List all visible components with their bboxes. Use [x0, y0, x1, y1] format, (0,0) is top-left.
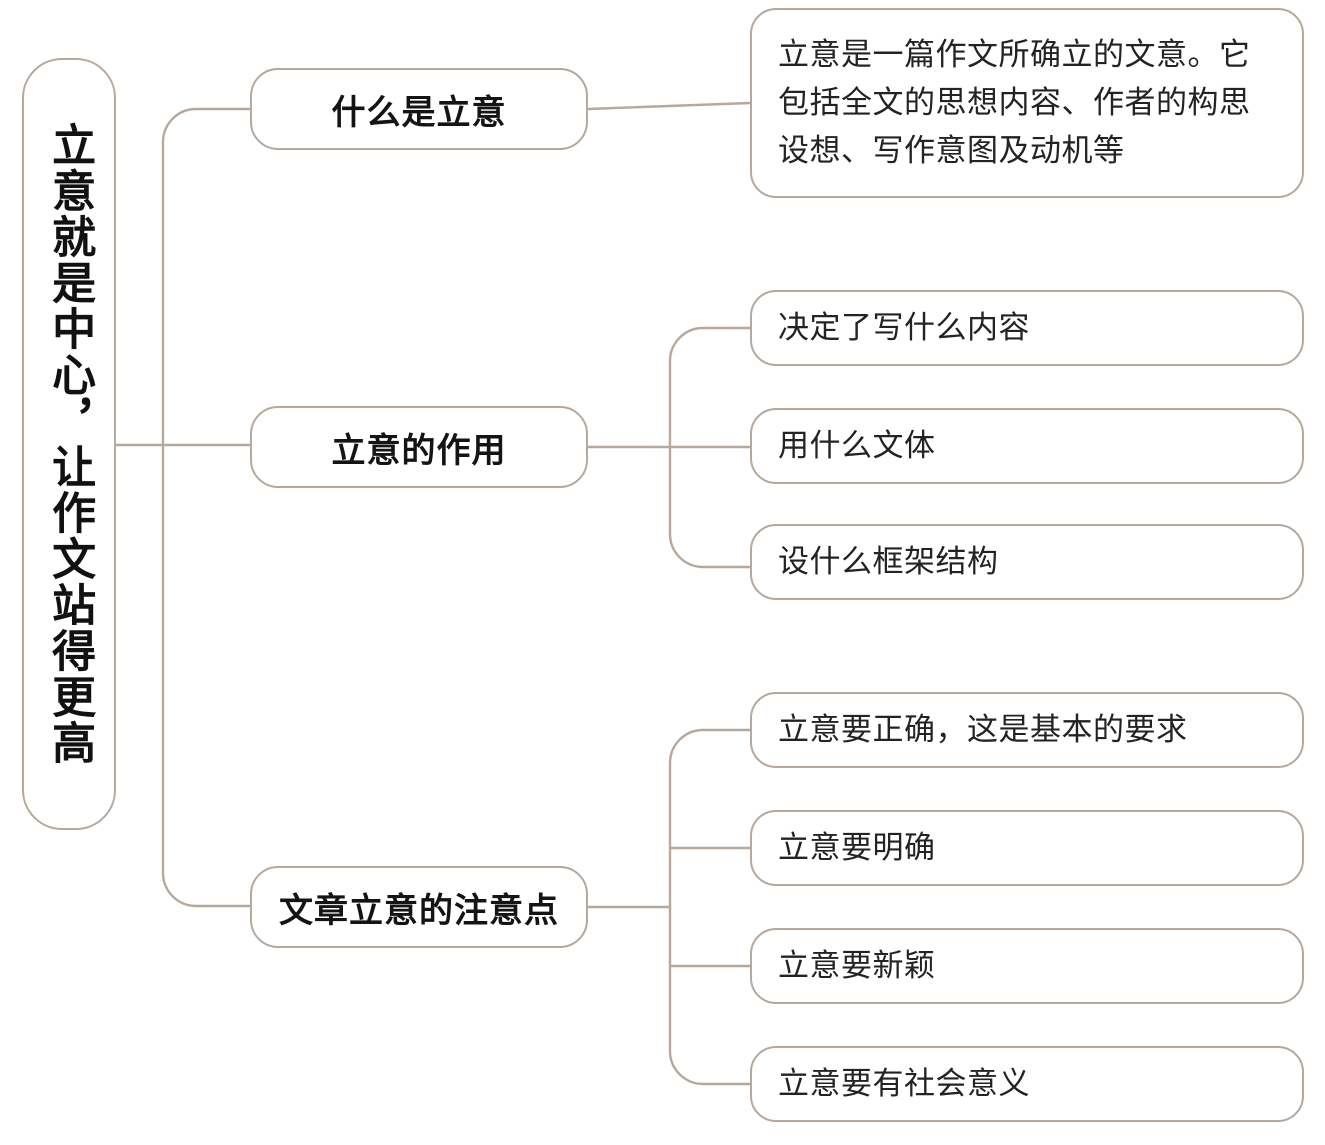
branch-node-what-is-liyi[interactable]: 什么是立意 [250, 68, 588, 150]
root-node[interactable]: 立意就是中心，让作文站得更高 [22, 58, 116, 830]
branch-node-cautions[interactable]: 文章立意的注意点 [250, 866, 588, 948]
branch-node-label: 什么是立意 [331, 93, 507, 132]
leaf-node-label: 立意要明确 [778, 829, 936, 865]
leaf-node-label: 设什么框架结构 [778, 543, 999, 579]
leaf-node[interactable]: 立意是一篇作文所确立的文意。它包括全文的思想内容、作者的构思设想、写作意图及动机… [750, 8, 1304, 198]
leaf-node-label: 决定了写什么内容 [778, 309, 1030, 345]
branch-node-label: 立意的作用 [331, 431, 507, 470]
main-spine [161, 107, 252, 908]
leaf-node[interactable]: 立意要正确，这是基本的要求 [750, 692, 1304, 768]
leaf-node-label: 立意要新颖 [778, 947, 936, 983]
leaf-node-label: 用什么文体 [778, 427, 936, 463]
root-node-label: 立意就是中心，让作文站得更高 [45, 122, 95, 766]
leaf-node[interactable]: 立意要新颖 [750, 928, 1304, 1004]
leaf-node[interactable]: 设什么框架结构 [750, 524, 1304, 600]
leaf-node[interactable]: 立意要明确 [750, 810, 1304, 886]
leaf-node-label: 立意要正确，这是基本的要求 [778, 711, 1188, 747]
branch-node-label: 文章立意的注意点 [279, 891, 559, 930]
leaf-node[interactable]: 用什么文体 [750, 408, 1304, 484]
leaf-node-label: 立意是一篇作文所确立的文意。它包括全文的思想内容、作者的构思设想、写作意图及动机… [778, 36, 1251, 169]
leaf-node[interactable]: 立意要有社会意义 [750, 1046, 1304, 1122]
leaf-node[interactable]: 决定了写什么内容 [750, 290, 1304, 366]
branch-node-role-of-liyi[interactable]: 立意的作用 [250, 406, 588, 488]
branch2-subspine [668, 728, 752, 1086]
branch1-subspine [668, 326, 752, 569]
branch0-leaf-connector [586, 101, 752, 111]
leaf-node-label: 立意要有社会意义 [778, 1065, 1030, 1101]
